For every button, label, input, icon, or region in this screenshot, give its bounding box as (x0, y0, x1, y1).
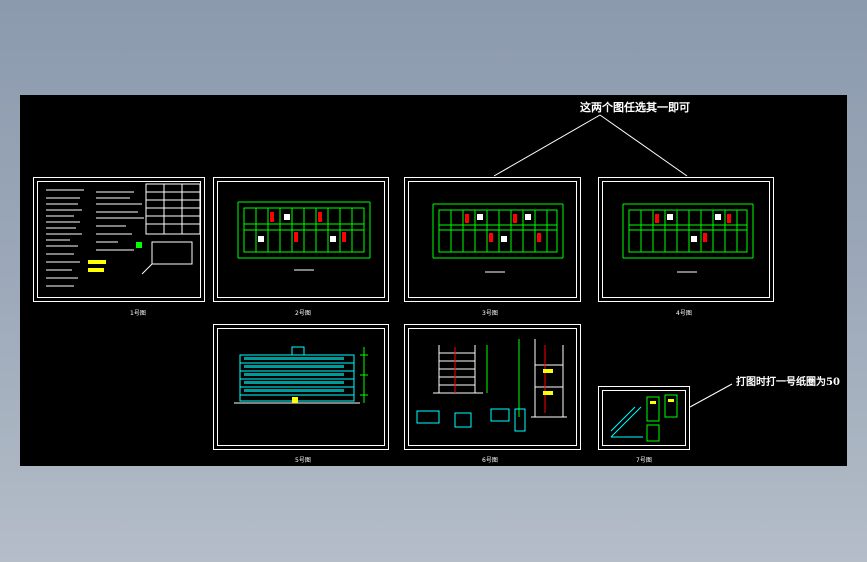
sheet-6-inner-frame (408, 328, 577, 446)
sheet-1-content (46, 183, 201, 287)
sheet-7-stair-details[interactable] (598, 386, 690, 450)
top-note: 这两个图任选其一即可 (580, 101, 690, 114)
sheet-4-inner-frame (602, 181, 770, 298)
sheet-6-content (416, 339, 567, 432)
sheet-2-inner-frame (217, 181, 385, 298)
sheet-3-floor-plan[interactable] (404, 177, 581, 302)
sheet-5-elevation[interactable] (213, 324, 389, 450)
sheet-5-label: 5号图 (295, 457, 311, 464)
sheet-4-content (622, 203, 754, 273)
sheet-5-content (234, 346, 368, 404)
sheet-7-content (610, 394, 678, 442)
leader-lines (493, 114, 733, 408)
sheet-2-floor-plan[interactable] (213, 177, 389, 302)
sheet-4-label: 4号图 (676, 310, 692, 317)
sheet-7-label: 7号图 (636, 457, 652, 464)
sheet-2-label: 2号图 (295, 310, 311, 317)
sheet-6-label: 6号图 (482, 457, 498, 464)
sheet-3-label: 3号图 (482, 310, 498, 317)
sheet-3-content (432, 203, 564, 273)
sheet-4-floor-plan[interactable] (598, 177, 774, 302)
sheet-6-section-details[interactable] (404, 324, 581, 450)
sheet-1-inner-frame (37, 181, 201, 298)
sheet-1-label: 1号图 (130, 310, 146, 317)
cad-drawing-canvas[interactable]: 这两个图任选其一即可 打图时打一号纸圈为50 (20, 95, 847, 466)
side-note: 打图时打一号纸圈为50 (736, 377, 840, 388)
sheet-1-design-notes[interactable] (33, 177, 205, 302)
sheet-2-content (237, 201, 371, 271)
sheet-3-inner-frame (408, 181, 577, 298)
sheet-5-inner-frame (217, 328, 385, 446)
sheet-7-inner-frame (602, 390, 686, 446)
